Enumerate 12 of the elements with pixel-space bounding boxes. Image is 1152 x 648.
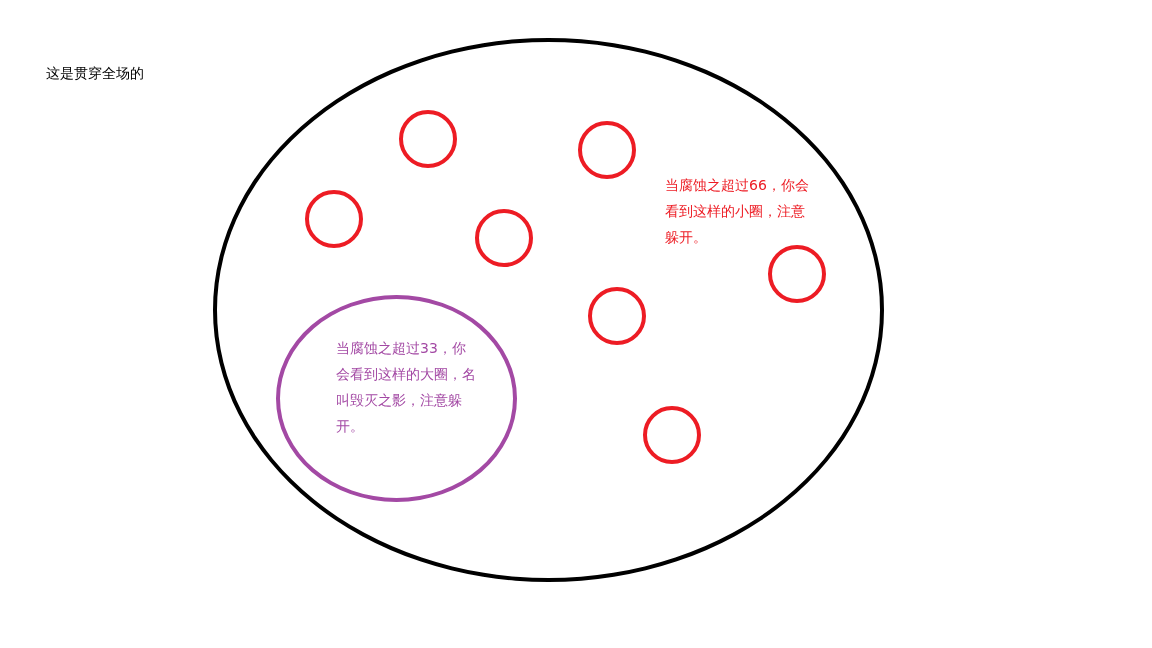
small-circle: [305, 190, 363, 248]
small-circle: [399, 110, 457, 168]
note-text: 这是贯穿全场的: [46, 64, 145, 83]
small-circle: [588, 287, 646, 345]
small-circle: [768, 245, 826, 303]
arena-ellipse: [213, 38, 884, 582]
small-circle: [578, 121, 636, 179]
zone-note: 当腐蚀之超过33，你会看到这样的大圈，名叫毁灭之影，注意躲开。: [336, 339, 476, 436]
small-circle: [475, 209, 533, 267]
note-text: 当腐蚀之超过66，你会看到这样的小圈，注意躲开。: [665, 176, 810, 247]
small-circle: [643, 406, 701, 464]
shadow-zone-ellipse: [276, 295, 517, 502]
